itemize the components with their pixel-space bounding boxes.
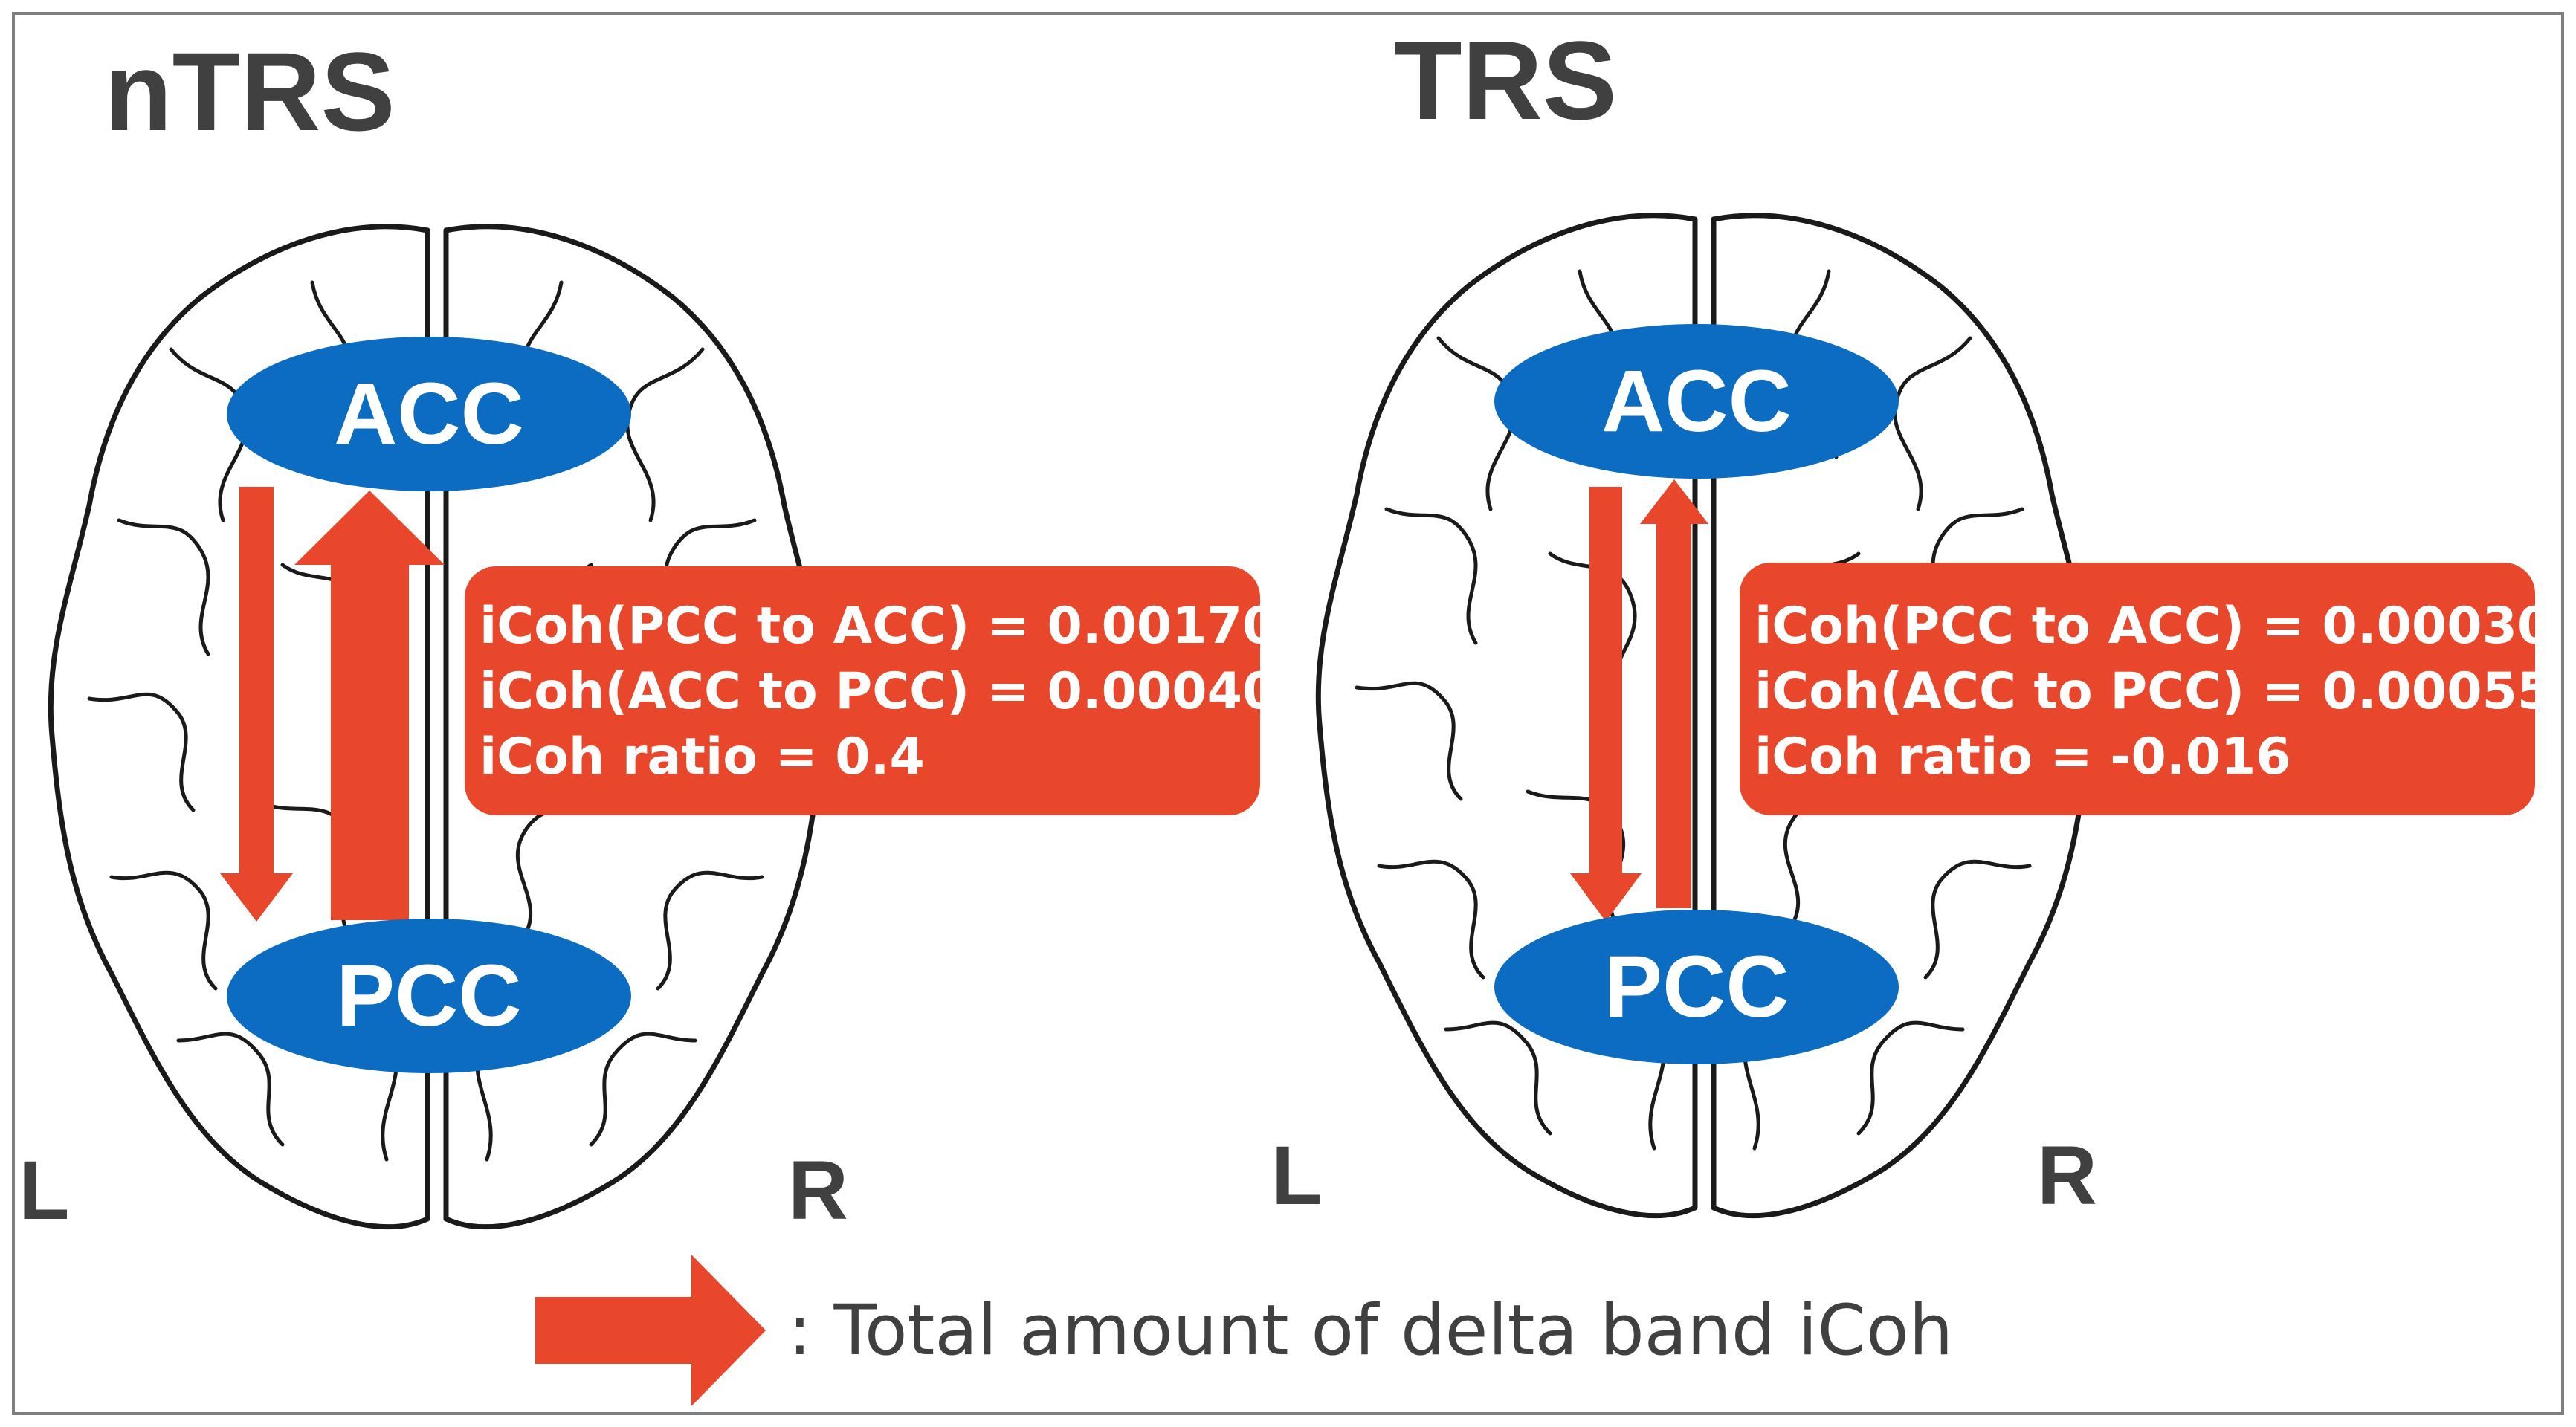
region-pcc-label: PCC: [1604, 938, 1789, 1036]
side-label-right: R: [2037, 1129, 2097, 1222]
panel-title: nTRS: [104, 29, 396, 154]
stat-pcc-to-acc: iCoh(PCC to ACC) = 0.00030: [1755, 597, 2552, 656]
side-label-left: L: [19, 1144, 69, 1237]
legend-text: : Total amount of delta band iCoh: [788, 1290, 1953, 1371]
panel-trs: TRS ACC PCC iCoh(PCC to ACC) = 0.00030 i…: [1271, 18, 2552, 1222]
panel-title: TRS: [1394, 18, 1617, 143]
region-acc-label: ACC: [1601, 352, 1792, 450]
side-label-left: L: [1271, 1129, 1322, 1222]
region-pcc: [227, 919, 631, 1073]
side-label-right: R: [788, 1144, 848, 1237]
region-acc-label: ACC: [334, 365, 524, 463]
stats-box: [465, 566, 1260, 815]
stat-ratio: iCoh ratio = -0.016: [1755, 728, 2291, 786]
region-acc: [1494, 324, 1899, 479]
region-pcc-label: PCC: [336, 947, 521, 1045]
panel-ntrs: nTRS ACC PCC iCoh(PCC to ACC) = 0.00170 …: [19, 29, 1277, 1237]
region-pcc: [1494, 910, 1899, 1064]
region-acc: [227, 337, 631, 491]
arrow-acc-to-pcc: [1570, 487, 1642, 922]
legend: : Total amount of delta band iCoh: [535, 1255, 1953, 1406]
arrow-acc-to-pcc: [220, 487, 293, 922]
right-arrow-icon: [535, 1255, 766, 1406]
arrow-pcc-to-acc: [1640, 479, 1708, 908]
arrow-pcc-to-acc: [294, 491, 445, 920]
stat-acc-to-pcc: iCoh(ACC to PCC) = 0.00055: [1755, 662, 2552, 721]
stat-ratio: iCoh ratio = 0.4: [480, 728, 925, 786]
stat-pcc-to-acc: iCoh(PCC to ACC) = 0.00170: [480, 597, 1277, 656]
stats-box: [1740, 563, 2535, 815]
stat-acc-to-pcc: iCoh(ACC to PCC) = 0.00040: [480, 662, 1277, 721]
figure-frame: [12, 12, 2564, 1415]
